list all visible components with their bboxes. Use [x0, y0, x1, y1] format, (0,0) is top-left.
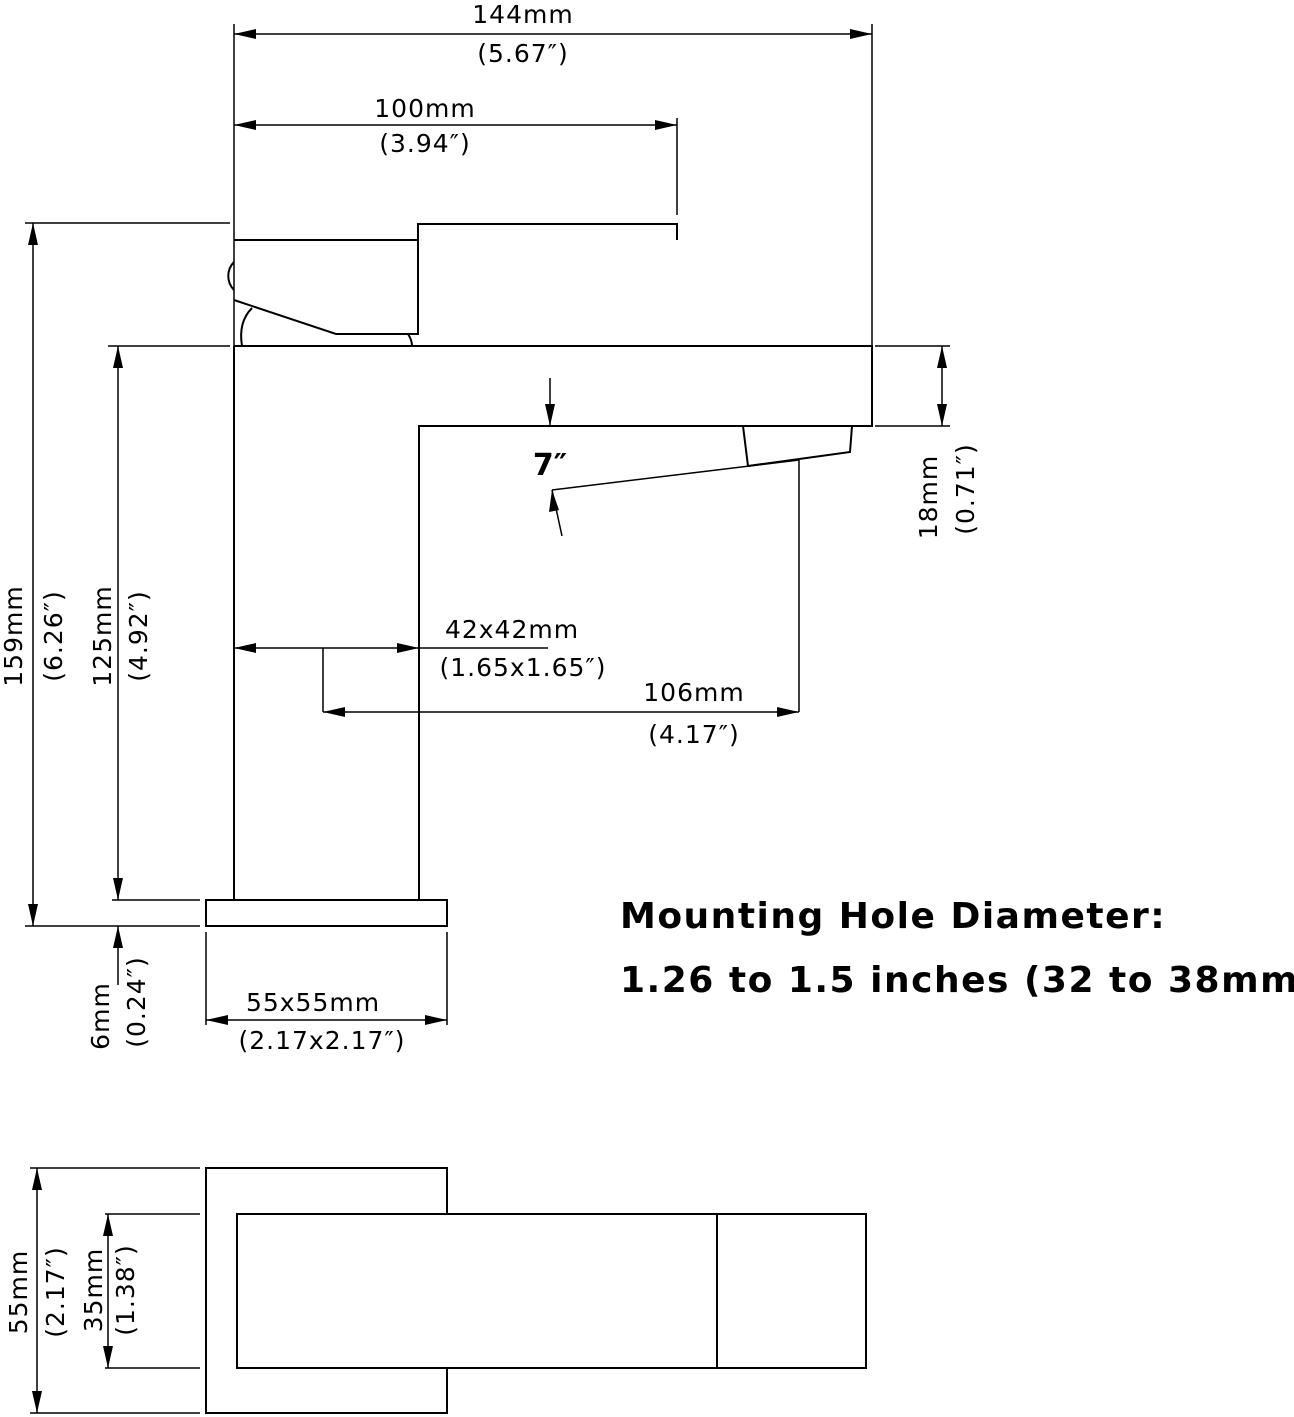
- arrowhead: [32, 1391, 42, 1413]
- arrowhead: [549, 490, 559, 512]
- label-base-size-mm: 55x55mm: [246, 988, 380, 1017]
- arrowhead: [28, 223, 38, 245]
- arrowhead: [113, 878, 123, 900]
- label-body-height-mm: 125mm: [88, 585, 117, 686]
- label-top-depth-in: (2.17″): [41, 1246, 70, 1338]
- label-body-height-in: (4.92″): [124, 590, 153, 682]
- note-title: Mounting Hole Diameter:: [620, 896, 1166, 937]
- label-handle-length-in: (3.94″): [379, 129, 471, 158]
- arrowhead: [655, 120, 677, 130]
- handle-base-arc-right: [407, 333, 413, 347]
- arrowhead: [113, 346, 123, 368]
- label-total-height-mm: 159mm: [0, 585, 28, 686]
- handle-lever: [233, 223, 678, 335]
- handle-pivot-arc: [227, 261, 235, 291]
- arrowhead: [850, 29, 872, 39]
- arrowhead: [234, 120, 256, 130]
- label-spout-reach-mm: 106mm: [643, 678, 744, 707]
- label-base-thickness-in: (0.24″): [122, 956, 151, 1048]
- arrowhead: [103, 1214, 113, 1236]
- faucet-side-view: [205, 223, 873, 927]
- aerator: [742, 425, 853, 468]
- arrowhead: [28, 904, 38, 926]
- arrowhead: [323, 707, 345, 717]
- label-total-height-in: (6.26″): [39, 590, 68, 682]
- label-base-size-in: (2.17x2.17″): [239, 1026, 406, 1055]
- top-view-extension-lines: [30, 1167, 200, 1414]
- label-spout-thickness-mm: 18mm: [914, 455, 943, 540]
- label-spout-reach-in: (4.17″): [648, 720, 740, 749]
- label-spout-width-mm: 35mm: [79, 1248, 108, 1333]
- label-top-depth-mm: 55mm: [4, 1250, 33, 1335]
- dimension-labels: 144mm (5.67″) 100mm (3.94″) 159mm (6.26″…: [0, 0, 980, 1055]
- arrowhead: [777, 707, 799, 717]
- arrowhead: [113, 926, 123, 948]
- extension-lines: [25, 24, 950, 1025]
- arrowhead: [397, 643, 419, 653]
- note-value: 1.26 to 1.5 inches (32 to 38mm): [620, 960, 1294, 1001]
- arrowhead: [234, 643, 256, 653]
- label-body-section-mm: 42x42mm: [445, 615, 579, 644]
- label-spout-thickness-in: (0.71″): [951, 443, 980, 535]
- arrowhead: [545, 404, 555, 426]
- label-spout-angle: 7″: [533, 448, 567, 483]
- label-overall-width-mm: 144mm: [472, 0, 573, 29]
- arrowhead: [103, 1346, 113, 1368]
- angle-reference-line: [551, 459, 800, 491]
- arrowhead: [234, 29, 256, 39]
- arrowhead: [206, 1015, 228, 1025]
- label-overall-width-in: (5.67″): [477, 39, 569, 68]
- faucet-body-spout: [233, 345, 873, 900]
- arrowhead: [32, 1168, 42, 1190]
- arrowhead: [937, 404, 947, 426]
- base-plate: [205, 899, 448, 927]
- mounting-note: Mounting Hole Diameter: 1.26 to 1.5 inch…: [620, 896, 1294, 1001]
- faucet-top-view: 55mm (2.17″) 35mm (1.38″): [4, 1167, 867, 1414]
- label-base-thickness-mm: 6mm: [86, 982, 115, 1050]
- arrowhead: [425, 1015, 447, 1025]
- top-view-spout: [236, 1213, 867, 1369]
- dimension-lines: [25, 24, 950, 1025]
- label-body-section-in: (1.65x1.65″): [440, 653, 607, 682]
- label-spout-width-in: (1.38″): [111, 1244, 140, 1336]
- handle-base-arc: [240, 307, 253, 347]
- arrowhead: [937, 346, 947, 368]
- label-handle-length-mm: 100mm: [374, 94, 475, 123]
